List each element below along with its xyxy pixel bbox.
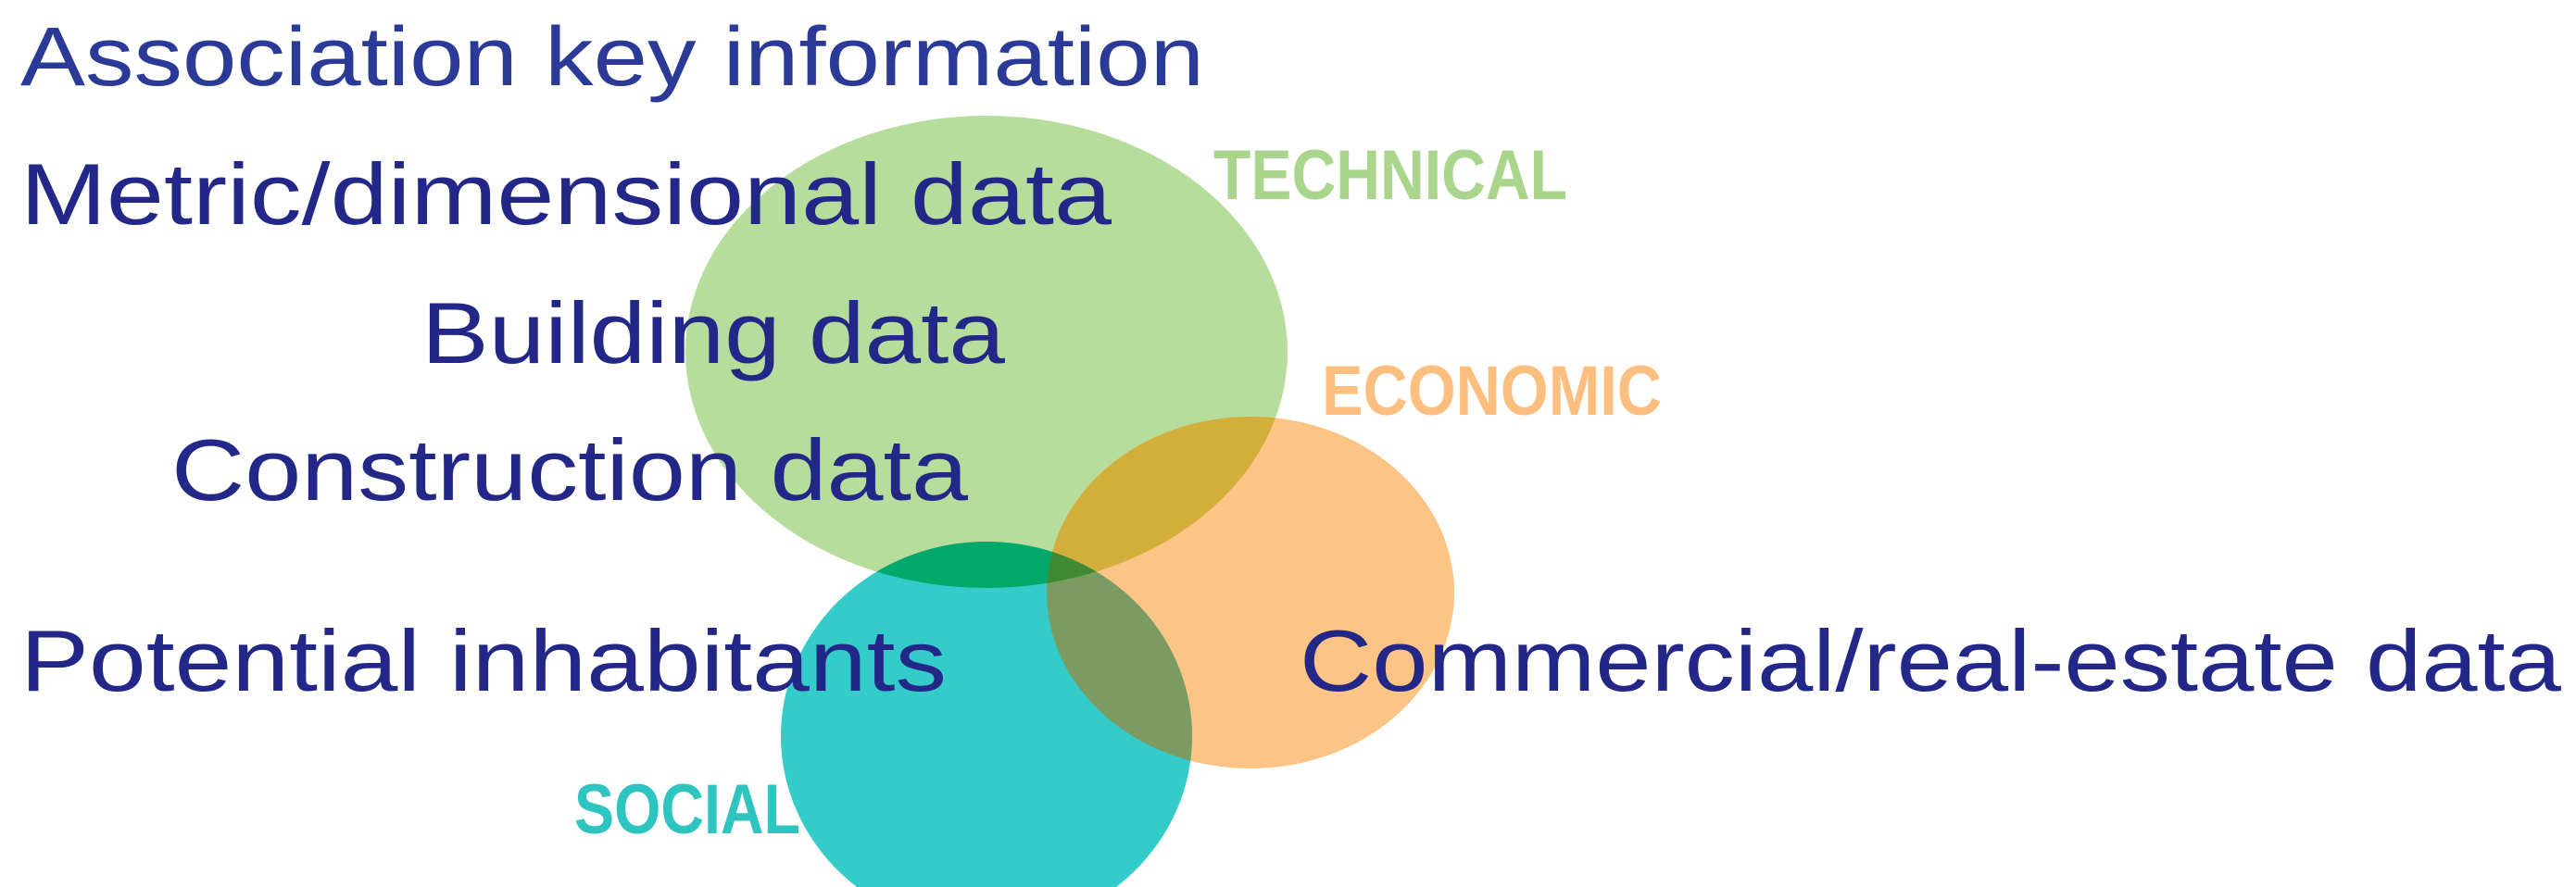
item-commercial-real-estate: Commercial/real-estate data	[1300, 612, 2562, 709]
economic-social-overlap	[1047, 542, 1192, 768]
technical-label: TECHNICAL	[1213, 136, 1567, 215]
item-building: Building data	[421, 284, 1006, 381]
item-construction: Construction data	[171, 421, 969, 518]
item-potential-inhabitants: Potential inhabitants	[20, 612, 947, 709]
economic-label: ECONOMIC	[1322, 352, 1662, 431]
social-label: SOCIAL	[574, 770, 800, 849]
technical-economic-overlap	[1047, 417, 1288, 588]
item-metric-dimensional: Metric/dimensional data	[20, 145, 1112, 243]
diagram-title: Association key information	[20, 11, 1204, 104]
